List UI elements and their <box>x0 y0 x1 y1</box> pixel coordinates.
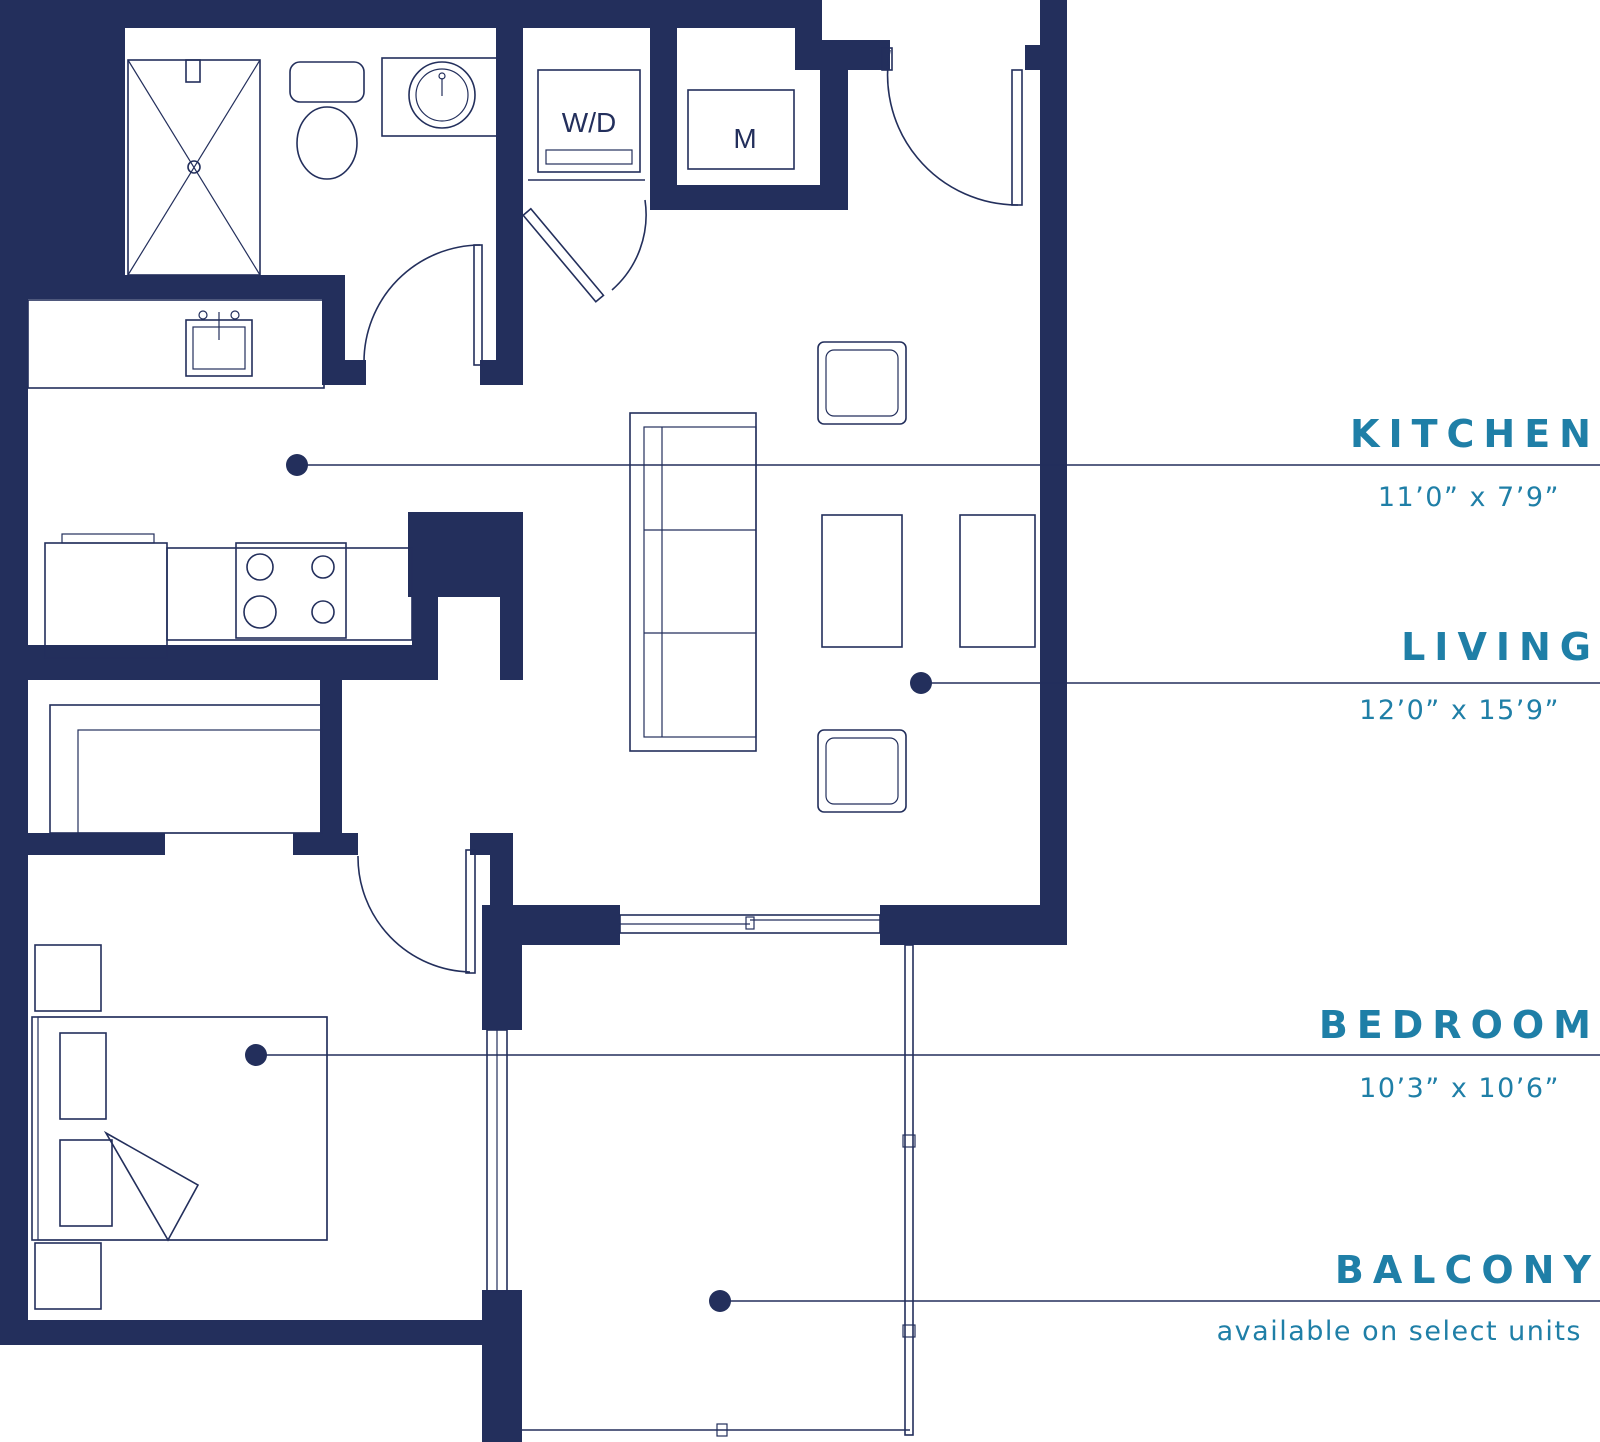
living-dimensions: 12’0” x 15’9” <box>1359 695 1560 726</box>
sofa <box>629 412 757 752</box>
bedroom-name: BEDROOM <box>1318 1003 1600 1047</box>
vanity <box>381 57 499 137</box>
bedroom-dimensions: 10’3” x 10’6” <box>1359 1073 1560 1104</box>
toilet-tank <box>289 61 365 103</box>
living-name: LIVING <box>1401 625 1600 669</box>
nightstand-top <box>34 944 102 1012</box>
refrigerator <box>44 542 168 659</box>
balcony-label: BALCONY <box>1335 1248 1600 1292</box>
bath-sink <box>408 61 476 129</box>
kitchen-name: KITCHEN <box>1350 412 1600 456</box>
kitchen-fixtures <box>27 299 413 659</box>
bedroom-marker <box>245 1044 267 1066</box>
m-label: M <box>733 123 756 154</box>
bathroom <box>127 57 499 366</box>
living-furniture <box>629 341 1036 813</box>
entry-door <box>881 47 1023 206</box>
living-dims-wrap: 12’0” x 15’9” <box>1359 695 1560 726</box>
pillow-bottom <box>59 1139 113 1227</box>
bedroom-label: BEDROOM <box>1319 1003 1600 1047</box>
bedroom-door <box>465 849 476 974</box>
living-label: LIVING <box>1401 625 1600 669</box>
bedroom-dims-wrap: 10’3” x 10’6” <box>1359 1073 1560 1104</box>
kitchen-dimensions: 11’0” x 7’9” <box>1377 482 1560 513</box>
armchair-top <box>817 341 907 425</box>
kitchen-label: KITCHEN <box>1350 412 1600 456</box>
ottoman-left <box>821 514 903 648</box>
balcony-marker <box>709 1290 731 1312</box>
pillow-top <box>59 1032 107 1120</box>
mechanical-unit <box>687 89 795 170</box>
laundry-door <box>522 207 605 303</box>
bath-door <box>473 244 483 366</box>
living-marker <box>910 672 932 694</box>
balcony-structure <box>486 914 916 1437</box>
lower-counter <box>166 547 413 641</box>
laundry-closet: W/D M <box>522 69 795 303</box>
kitchen-marker <box>286 454 308 476</box>
kitchen-counter-top <box>27 299 325 389</box>
walls <box>0 0 1067 1442</box>
ottoman-right <box>959 514 1036 648</box>
toilet-bowl <box>296 106 358 180</box>
balcony-name: BALCONY <box>1334 1248 1600 1292</box>
range <box>235 542 347 639</box>
balcony-note: available on select units <box>1216 1316 1582 1347</box>
washer-dryer <box>537 69 641 173</box>
armchair-bottom <box>817 729 907 813</box>
bed <box>31 1016 328 1241</box>
balcony-railing-right <box>904 944 914 1436</box>
bedroom-furniture <box>31 704 476 1310</box>
kitchen-dims-wrap: 11’0” x 7’9” <box>1378 482 1560 513</box>
balcony-note-wrap: available on select units <box>1217 1316 1582 1347</box>
nightstand-bottom <box>34 1242 102 1310</box>
leader-lines <box>245 454 1600 1312</box>
wd-label: W/D <box>562 107 616 138</box>
bedroom-closet <box>49 704 323 834</box>
